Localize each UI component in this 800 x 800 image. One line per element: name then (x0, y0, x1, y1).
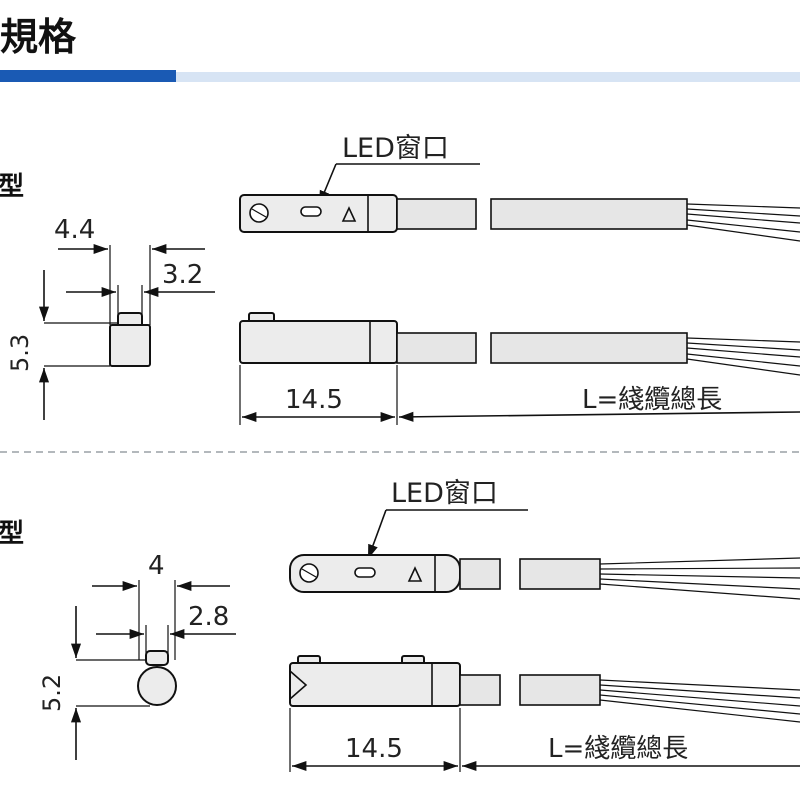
section-bottom: 型 4 2.8 5.2 LED窗口 (0, 478, 800, 772)
dim-width-inner-top: 3.2 (162, 260, 203, 290)
dim-width-outer-bottom: 4 (148, 551, 165, 581)
title-rule (176, 72, 800, 82)
dim-height-bottom: 5.2 (38, 674, 66, 712)
type-label-bottom: 型 (0, 519, 24, 549)
dim-width-outer-top: 4.4 (54, 215, 95, 245)
side-view-sensor-bottom: 14.5 L=綫纜總長 (289, 655, 800, 772)
dim-width-inner-bottom: 2.8 (188, 602, 229, 632)
cross-section-top: 4.4 3.2 5.3 (6, 215, 215, 420)
led-window-label-top: LED窗口 (342, 133, 449, 164)
cable-length-label-bottom: L=綫纜總長 (548, 734, 688, 764)
dim-height-top: 5.3 (6, 334, 34, 372)
led-window-label-bottom: LED窗口 (391, 478, 498, 509)
section-top: 型 4.4 3.2 5.3 LED窗口 (0, 133, 800, 425)
dim-length-top: 14.5 (285, 385, 343, 415)
top-view-sensor-top (239, 194, 800, 242)
page-title: 規格 (0, 15, 77, 59)
side-view-sensor-top: 14.5 L=綫纜總長 (239, 312, 800, 425)
type-label-top: 型 (0, 172, 24, 202)
cross-section-bottom: 4 2.8 5.2 (38, 551, 236, 760)
cable-length-label-top: L=綫纜總長 (582, 385, 722, 415)
title-accent-bar (0, 70, 176, 82)
top-view-sensor-bottom (289, 554, 800, 600)
dim-length-bottom: 14.5 (345, 734, 403, 764)
